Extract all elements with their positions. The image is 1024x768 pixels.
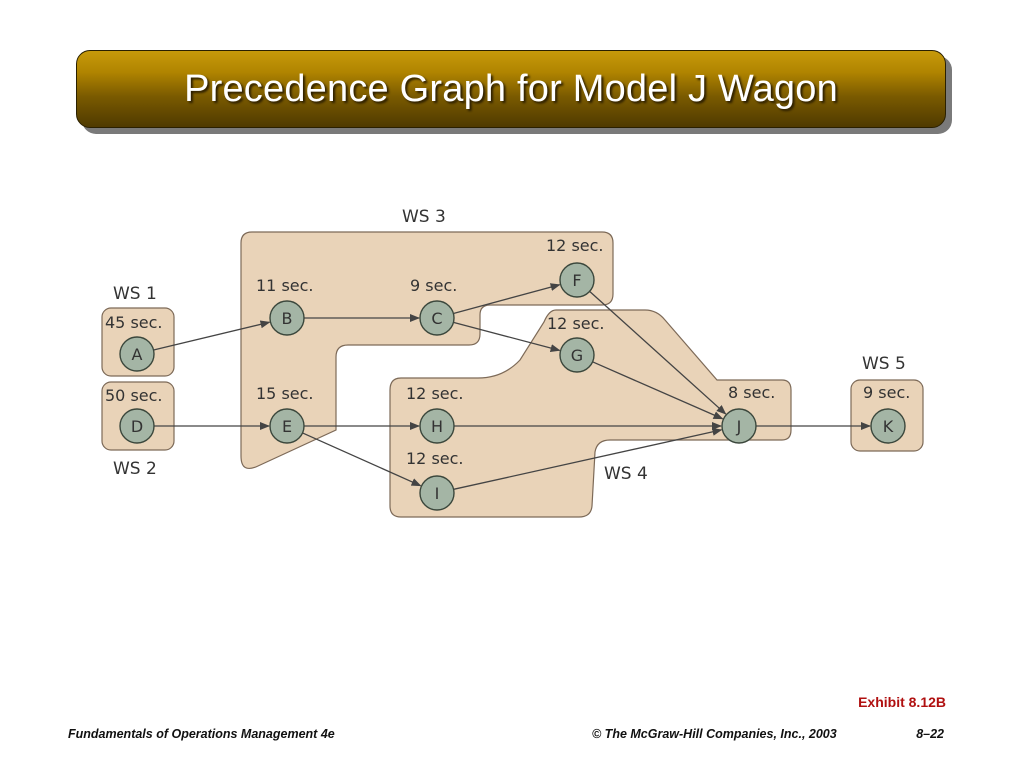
task-node-f: F [559, 262, 595, 298]
task-node-k: K [870, 408, 906, 444]
task-node-a: A [119, 336, 155, 372]
ws3-label: WS 3 [402, 207, 446, 227]
task-node-d: D [119, 408, 155, 444]
footer-page-number: 8–22 [916, 727, 944, 741]
task-time-j: 8 sec. [728, 383, 775, 402]
task-node-circle [870, 408, 906, 444]
task-node-label: D [131, 417, 143, 436]
task-node-i: I [419, 475, 455, 511]
edge-c-f [453, 283, 561, 315]
region-ws3 [240, 231, 614, 469]
exhibit-label: Exhibit 8.12B [858, 694, 946, 710]
task-node-c: C [419, 300, 455, 336]
task-time-e: 15 sec. [256, 384, 314, 403]
ws4-label: WS 4 [604, 464, 648, 484]
task-node-h: H [419, 408, 455, 444]
task-node-circle [419, 300, 455, 336]
task-time-labels: 45 sec. 11 sec. 9 sec. 50 sec. 15 sec. 12 sec… [105, 236, 910, 468]
task-node-e: E [269, 408, 305, 444]
edge-a-b [153, 320, 271, 351]
task-node-label: H [431, 417, 443, 436]
task-node-circle [269, 300, 305, 336]
task-node-label: E [282, 417, 292, 436]
task-node-label: G [571, 346, 583, 365]
task-time-k: 9 sec. [863, 383, 910, 402]
task-node-circle [119, 408, 155, 444]
task-time-f: 12 sec. [546, 236, 604, 255]
ws2-label: WS 2 [113, 459, 157, 479]
footer-book-title: Fundamentals of Operations Management 4e [68, 727, 335, 741]
task-node-circle [269, 408, 305, 444]
task-node-label: K [883, 417, 894, 436]
task-time-g: 12 sec. [547, 314, 605, 333]
edge-c-g [453, 321, 561, 352]
slide-title: Precedence Graph for Model J Wagon [184, 67, 838, 110]
task-node-label: B [282, 309, 293, 328]
task-node-label: A [132, 345, 143, 364]
ws5-label: WS 5 [862, 354, 906, 374]
workstation-regions [101, 231, 924, 518]
task-time-c: 9 sec. [410, 276, 457, 295]
task-time-d: 50 sec. [105, 386, 163, 405]
edge-i-j [453, 427, 723, 490]
task-node-circle [119, 336, 155, 372]
task-time-h: 12 sec. [406, 384, 464, 403]
task-node-j: J [721, 408, 757, 444]
task-time-i: 12 sec. [406, 449, 464, 468]
edge-g-j [592, 361, 724, 420]
task-node-label: I [435, 484, 440, 503]
region-ws4 [389, 309, 792, 518]
task-node-b: B [269, 300, 305, 336]
edge-f-j [589, 290, 727, 415]
edge-e-i [302, 432, 422, 487]
task-node-circle [419, 475, 455, 511]
title-bar: Precedence Graph for Model J Wagon [76, 50, 946, 128]
task-node-circle [559, 262, 595, 298]
task-node-label: J [736, 417, 742, 436]
task-nodes: A B C D E F G H I J K [119, 262, 906, 511]
workstation-labels: WS 1 WS 2 WS 3 WS 4 WS 5 [113, 207, 906, 484]
task-node-label: F [572, 271, 581, 290]
task-time-b: 11 sec. [256, 276, 314, 295]
task-node-circle [419, 408, 455, 444]
task-time-a: 45 sec. [105, 313, 163, 332]
precedence-edges [153, 283, 871, 490]
task-node-circle [721, 408, 757, 444]
task-node-label: C [431, 309, 442, 328]
task-node-circle [559, 337, 595, 373]
footer-copyright: © The McGraw-Hill Companies, Inc., 2003 [592, 727, 837, 741]
task-node-g: G [559, 337, 595, 373]
ws1-label: WS 1 [113, 284, 157, 304]
